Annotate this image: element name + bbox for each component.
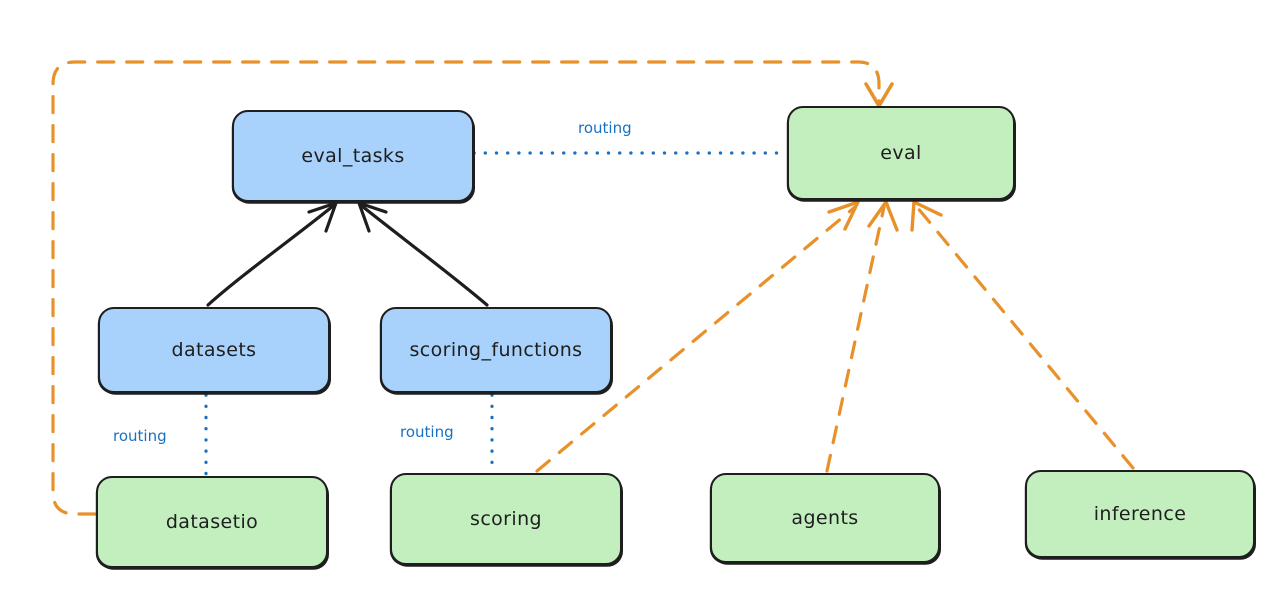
edge-datasets-to-eval_tasks [206,201,338,307]
edge-inference-to-eval [910,200,1135,470]
node-datasets[interactable]: datasets [98,307,330,393]
node-eval-tasks[interactable]: eval_tasks [232,110,474,202]
node-label-scoring: scoring [470,508,542,530]
edge-agents-to-eval [825,200,899,473]
node-label-datasets: datasets [171,339,257,361]
edge-scoring_functions-to-eval_tasks [357,201,489,307]
node-datasetio[interactable]: datasetio [96,476,328,568]
node-label-datasetio: datasetio [165,511,259,533]
edge-label-routing-scoring-functions-scoring: routing [400,423,454,441]
edge-label-routing-datasets-datasetio: routing [113,427,167,445]
node-scoring[interactable]: scoring [390,473,622,565]
node-label-eval: eval [880,142,922,164]
node-inference[interactable]: inference [1025,470,1255,558]
node-agents[interactable]: agents [710,473,940,563]
node-label-inference: inference [1093,503,1187,525]
node-label-agents: agents [791,507,859,529]
node-scoring-functions[interactable]: scoring_functions [380,307,612,393]
node-label-scoring-functions: scoring_functions [409,339,583,361]
edge-label-routing-eval-tasks-eval: routing [578,119,632,137]
node-eval[interactable]: eval [787,106,1015,200]
node-label-eval-tasks: eval_tasks [301,145,405,167]
